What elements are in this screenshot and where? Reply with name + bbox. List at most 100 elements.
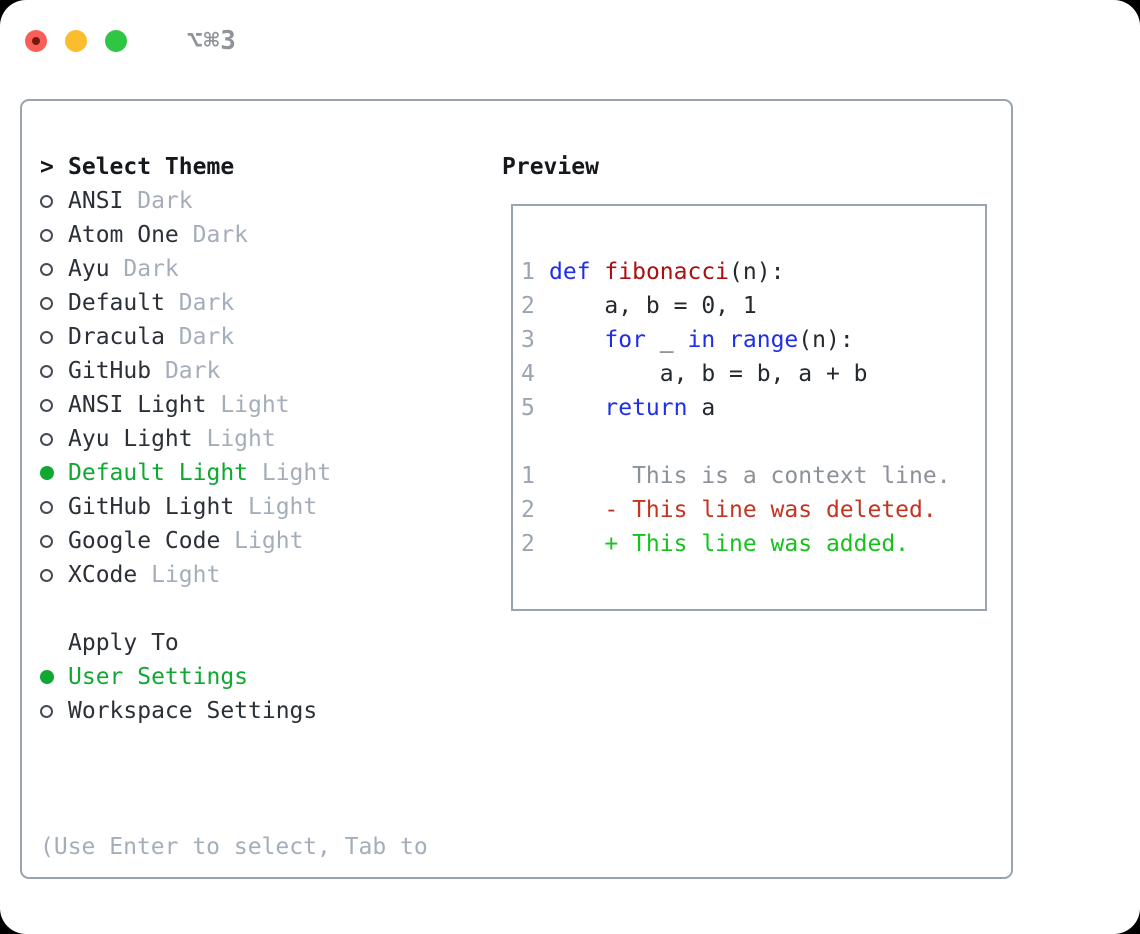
code-line: 3 for _ in range(n): xyxy=(521,323,985,357)
theme-option-ansi-light[interactable]: ANSI Light Light xyxy=(40,388,428,422)
radio-icon xyxy=(40,398,53,412)
code-token-keyword: in xyxy=(687,327,716,353)
theme-option-ayu[interactable]: Ayu Dark xyxy=(40,252,428,286)
code-token-plain: (n): xyxy=(729,259,785,285)
theme-variant: Light xyxy=(192,426,276,452)
radio-icon xyxy=(40,704,53,718)
code-token-plain: _ xyxy=(645,327,688,353)
radio-cell xyxy=(40,466,68,480)
radio-selected-icon xyxy=(40,466,54,480)
spacer xyxy=(40,728,428,762)
theme-name: XCode xyxy=(68,562,138,588)
code-token-plain: (n): xyxy=(798,327,854,353)
radio-cell xyxy=(40,330,68,344)
maximize-button[interactable] xyxy=(105,30,127,52)
code-line: 2 - This line was deleted. xyxy=(521,493,985,527)
radio-icon xyxy=(40,364,53,378)
theme-variant: Dark xyxy=(109,256,179,282)
code-token-plain xyxy=(591,259,605,285)
theme-variant: Light xyxy=(137,562,221,588)
code-token-plain: a, b = 0, 1 xyxy=(549,293,757,319)
hint-text: (Use Enter to select, Tab to change focu… xyxy=(40,762,428,934)
hint-line-1: (Use Enter to select, Tab to xyxy=(40,834,428,860)
code-token-keyword: def xyxy=(549,259,591,285)
code-line: 2 a, b = 0, 1 xyxy=(521,289,985,323)
theme-name: ANSI xyxy=(68,188,124,214)
code-token-plain: a, b = b, a + b xyxy=(549,361,868,387)
theme-name: ANSI Light xyxy=(68,392,207,418)
code-token-keyword: range xyxy=(729,327,799,353)
radio-cell xyxy=(40,534,68,548)
theme-name: Ayu xyxy=(68,256,110,282)
minimize-button[interactable] xyxy=(65,30,87,52)
radio-icon xyxy=(40,500,53,514)
line-number: 5 xyxy=(521,395,535,421)
theme-name: Google Code xyxy=(68,528,221,554)
code-line: 4 a, b = b, a + b xyxy=(521,357,985,391)
code-line xyxy=(521,425,985,459)
radio-icon xyxy=(40,296,53,310)
theme-option-default-light[interactable]: Default Light Light xyxy=(40,456,428,490)
theme-name: Default Light xyxy=(68,460,249,486)
apply-option-label: Workspace Settings xyxy=(68,698,318,724)
apply-to-title: Apply To xyxy=(68,630,179,656)
code-line: 5 return a xyxy=(521,391,985,425)
cursor-prefix: > xyxy=(40,154,54,180)
apply-option-user-settings[interactable]: User Settings xyxy=(40,660,428,694)
theme-option-xcode[interactable]: XCode Light xyxy=(40,558,428,592)
radio-cell xyxy=(40,432,68,446)
code-token-plain: a xyxy=(687,395,716,421)
radio-cell xyxy=(40,194,68,208)
close-button[interactable] xyxy=(25,30,47,52)
code-token-context: This is a context line. xyxy=(549,463,951,489)
radio-cell xyxy=(40,228,68,242)
spacer xyxy=(40,592,428,626)
modified-dot-icon xyxy=(32,37,40,45)
radio-cell xyxy=(40,262,68,276)
line-number: 4 xyxy=(521,361,535,387)
line-number: 1 xyxy=(521,259,535,285)
code-token-added: + This line was added. xyxy=(549,531,910,557)
code-token-keyword: return xyxy=(604,395,688,421)
theme-option-atom-one[interactable]: Atom One Dark xyxy=(40,218,428,252)
radio-icon xyxy=(40,432,53,446)
code-token-plain xyxy=(549,395,604,421)
theme-name: Ayu Light xyxy=(68,426,193,452)
radio-cell xyxy=(40,364,68,378)
line-number: 1 xyxy=(521,463,535,489)
line-number: 2 xyxy=(521,497,535,523)
window-title-shortcut: ⌥⌘3 xyxy=(187,26,237,56)
list-title: Select Theme xyxy=(68,154,235,180)
code-token-plain xyxy=(549,327,604,353)
radio-icon xyxy=(40,262,53,276)
theme-option-github[interactable]: GitHub Dark xyxy=(40,354,428,388)
line-number: 3 xyxy=(521,327,535,353)
theme-variant: Light xyxy=(248,460,332,486)
radio-cell xyxy=(40,670,68,684)
theme-variant: Dark xyxy=(123,188,193,214)
radio-cell xyxy=(40,500,68,514)
theme-option-google-code[interactable]: Google Code Light xyxy=(40,524,428,558)
code-token-deleted: - This line was deleted. xyxy=(549,497,937,523)
radio-icon xyxy=(40,534,53,548)
preview-title: Preview xyxy=(502,154,599,180)
theme-option-dracula[interactable]: Dracula Dark xyxy=(40,320,428,354)
line-number: 2 xyxy=(521,531,535,557)
theme-option-ansi[interactable]: ANSI Dark xyxy=(40,184,428,218)
theme-variant: Light xyxy=(220,528,304,554)
theme-name: Default xyxy=(68,290,165,316)
theme-option-default[interactable]: Default Dark xyxy=(40,286,428,320)
theme-variant: Light xyxy=(234,494,318,520)
theme-name: GitHub Light xyxy=(68,494,235,520)
theme-variant: Light xyxy=(206,392,290,418)
theme-option-ayu-light[interactable]: Ayu Light Light xyxy=(40,422,428,456)
theme-name: Atom One xyxy=(68,222,179,248)
apply-option-workspace-settings[interactable]: Workspace Settings xyxy=(40,694,428,728)
theme-option-github-light[interactable]: GitHub Light Light xyxy=(40,490,428,524)
